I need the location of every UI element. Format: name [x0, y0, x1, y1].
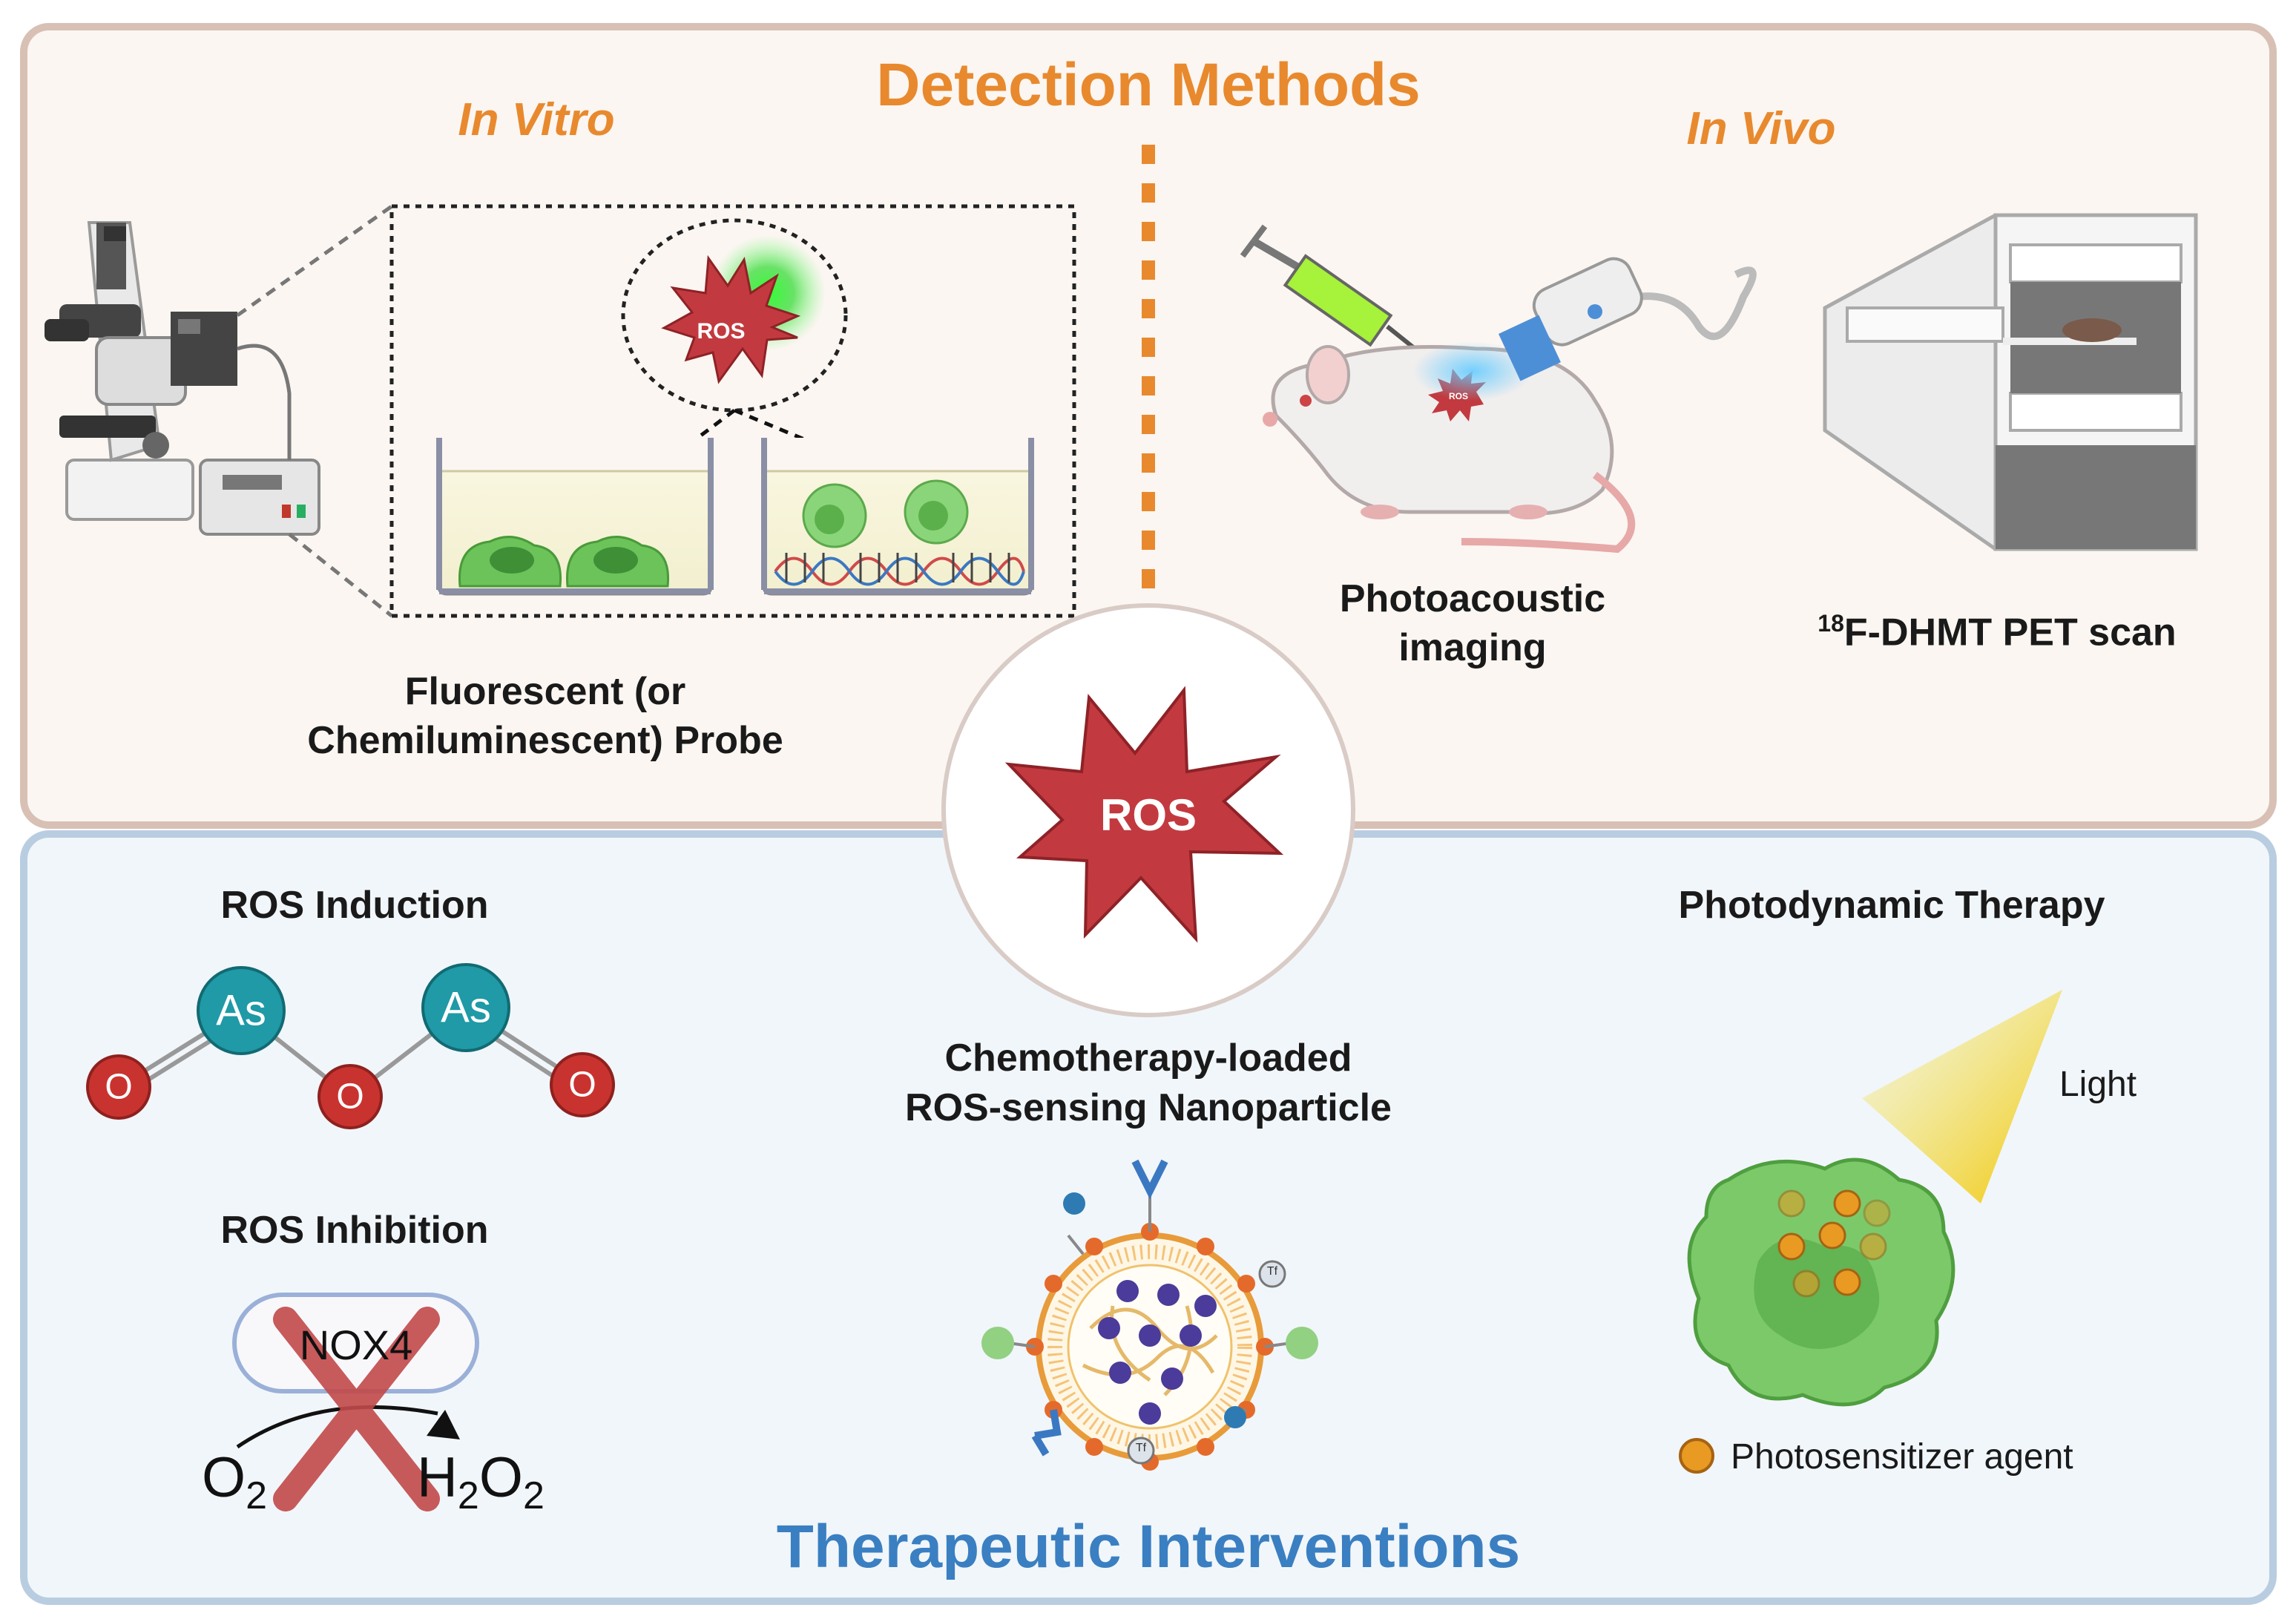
- tumor-cell-icon: [1687, 1158, 1955, 1407]
- detection-title: Detection Methods: [876, 51, 1421, 119]
- in-vivo-label: In Vivo: [1686, 103, 1836, 154]
- photosensitizer-legend-dot: [1679, 1438, 1714, 1474]
- ros-small-label: ROS: [697, 319, 746, 344]
- ros-inhibition-title: ROS Inhibition: [220, 1209, 489, 1252]
- o-atom-2: [318, 1064, 383, 1129]
- mouse-icon: [1263, 345, 1636, 554]
- probe-label-line2: Chemiluminescent) Probe: [307, 719, 783, 762]
- pet-scanner-icon: [1823, 213, 2198, 551]
- tf-label-bottom: Tf: [1135, 1442, 1147, 1454]
- ultrasound-probe-icon: [1413, 257, 1757, 401]
- pdt-title: Photodynamic Therapy: [1678, 884, 2105, 927]
- ros-tiny-label: ROS: [1448, 391, 1469, 401]
- in-vitro-label: In Vitro: [458, 94, 615, 145]
- nanoparticle-icon: [981, 1159, 1318, 1471]
- ros-burst-large-icon: [1004, 686, 1284, 943]
- o-atom-1-label: O: [105, 1067, 133, 1107]
- microscope-icon: [45, 221, 320, 536]
- as-atom-1-label: As: [216, 986, 266, 1035]
- culture-well-right: [761, 438, 1034, 596]
- photoacoustic-line1: Photoacoustic: [1339, 577, 1606, 620]
- oxygen-subscript: 2: [246, 1474, 268, 1518]
- light-beam: [1862, 990, 2062, 1204]
- inhibition-x-icon: [273, 1307, 440, 1511]
- arsenic-trioxide-molecule: [86, 963, 615, 1129]
- h2o2-o: O: [478, 1446, 523, 1509]
- culture-well-left: [436, 438, 714, 596]
- light-label: Light: [2059, 1065, 2137, 1104]
- nanoparticle-title-line1: Chemotherapy-loaded: [944, 1037, 1352, 1080]
- photoacoustic-line2: imaging: [1398, 626, 1547, 669]
- nox4-label: NOX4: [299, 1321, 413, 1368]
- tf-ligand-right: [1258, 1260, 1286, 1288]
- ros-burst-small-icon: [661, 255, 801, 384]
- hydrogen-peroxide-label: H2O2: [417, 1445, 545, 1518]
- photosensitizer-label: Photosensitizer agent: [1731, 1437, 2073, 1477]
- oxygen-symbol: O: [202, 1446, 246, 1509]
- o-atom-3-label: O: [568, 1065, 596, 1105]
- tf-ligand-bottom: [1127, 1437, 1155, 1465]
- reaction-arrow: [236, 1405, 438, 1449]
- ros-center-label: ROS: [1099, 790, 1197, 840]
- therapeutic-title: Therapeutic Interventions: [776, 1513, 1521, 1580]
- nanoparticle-title-line2: ROS-sensing Nanoparticle: [905, 1086, 1392, 1129]
- probe-label-line1: Fluorescent (or: [404, 670, 686, 713]
- ros-detail-ellipse: [621, 218, 848, 413]
- tf-label-right: Tf: [1266, 1265, 1278, 1278]
- zoom-line-bottom: [288, 533, 393, 617]
- h2o2-h: H: [417, 1446, 458, 1509]
- as-atom-2-label: As: [441, 983, 491, 1032]
- o-atom-1: [86, 1054, 151, 1120]
- pet-label: 18F-DHMT PET scan: [1818, 598, 2176, 657]
- zoom-line-top: [236, 204, 393, 318]
- o-atom-2-label: O: [336, 1077, 364, 1117]
- oxygen-label: O2: [202, 1445, 267, 1518]
- pet-label-text: F-DHMT PET scan: [1843, 611, 2177, 654]
- as-atom-1: [197, 966, 286, 1055]
- h2o2-sub2: 2: [522, 1474, 545, 1518]
- ros-induction-title: ROS Induction: [220, 884, 489, 927]
- o-atom-3: [550, 1052, 615, 1117]
- as-atom-2: [421, 963, 510, 1052]
- pet-isotope-sup: 18: [1818, 610, 1844, 637]
- h2o2-sub1: 2: [457, 1474, 479, 1518]
